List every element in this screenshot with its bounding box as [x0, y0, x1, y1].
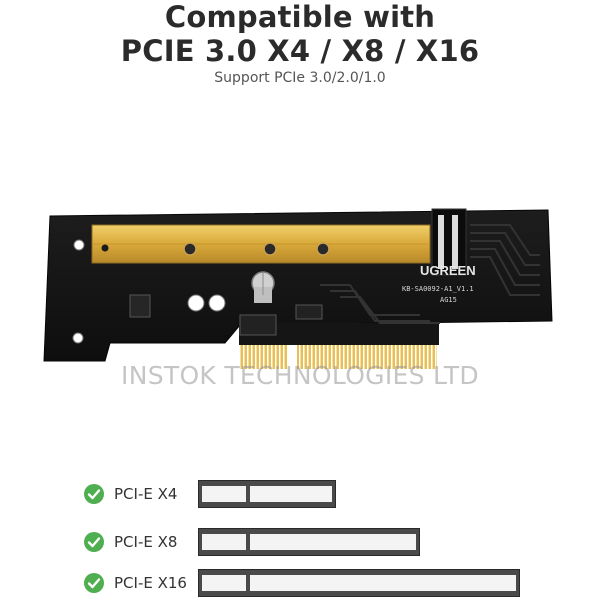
mount-hole: [73, 239, 85, 251]
slot-label-x4: PCI-E X4: [114, 485, 178, 503]
title-line-1: Compatible with: [164, 0, 436, 34]
code-silkscreen: AG15: [440, 296, 457, 304]
brand-silkscreen: UGREEN: [420, 263, 476, 278]
model-silkscreen: KB-SA0092-A1_V1.1: [402, 285, 474, 293]
pcie-x16-slot-graphic: [198, 569, 520, 597]
title-line-2: PCIE 3.0 X4 / X8 / X16: [120, 34, 480, 68]
mount-hole: [72, 332, 84, 344]
edge-connector-left: [239, 345, 288, 369]
slot-row-x16: PCI-E X16: [0, 566, 600, 600]
pcie-adapter-card-svg: UGREEN KB-SA0092-A1_V1.1 AG15: [43, 208, 553, 369]
check-circle-icon: [84, 573, 104, 593]
check-circle-icon: [84, 532, 104, 552]
check-circle-icon: [84, 484, 104, 504]
slot-row-x8: PCI-E X8: [0, 525, 600, 559]
slot-label-x16: PCI-E X16: [114, 574, 187, 592]
mount-hole: [208, 294, 226, 312]
edge-connector-right: [297, 343, 437, 369]
slot-label-x8: PCI-E X8: [114, 533, 178, 551]
subtitle: Support PCIe 3.0/2.0/1.0: [214, 70, 386, 86]
mount-hole: [187, 294, 205, 312]
pcie-x8-slot-graphic: [198, 528, 420, 556]
pcie-x4-slot-graphic: [198, 480, 336, 508]
pcie-adapter-card-image: UGREEN KB-SA0092-A1_V1.1 AG15: [0, 195, 600, 380]
m2-socket: [431, 208, 467, 276]
watermark: INSTOK TECHNOLOGIES LTD: [121, 361, 479, 390]
slot-row-x4: PCI-E X4: [0, 477, 600, 511]
